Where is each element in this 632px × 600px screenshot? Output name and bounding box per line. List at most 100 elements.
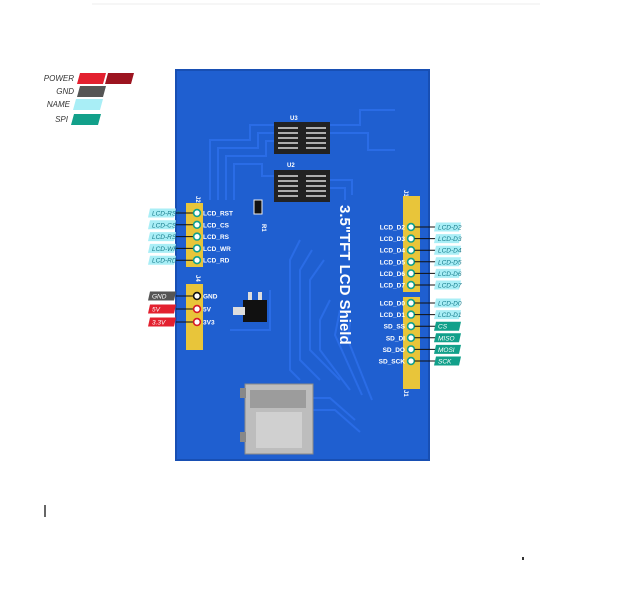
sd-slot-tab [240,388,246,398]
pin-dot [192,220,202,230]
header-strip [186,284,203,350]
pin-dot [406,310,416,319]
pin-dot [406,298,416,308]
pin-tag [148,220,176,230]
resistor-label: R1 [260,224,266,232]
pin-dot [192,244,202,253]
resistor-body [253,199,263,215]
pin-row: LCD_D4 LCD-D4 [380,245,462,255]
chip-u3: U3 [274,116,330,154]
pin-row: SD_SS CS [384,321,461,331]
pin-name: 3V3 [203,320,215,327]
chip-center [298,126,306,150]
board-traces [209,109,395,433]
pin-dot [406,246,416,255]
pin-tag-label: MISO [438,335,455,342]
pin-tag-label: 5V [152,307,161,314]
legend-label: NAME [47,100,71,109]
sd-slot-contacts [250,390,306,408]
pin-row: LCD_D0 LCD-D0 [380,298,462,308]
pin-name: 5V [203,307,212,314]
pin-dot [192,317,202,327]
legend-label: SPI [55,115,69,124]
pin-dot [192,256,202,265]
pin-tag [434,234,461,244]
pin-row: LCD_D6 LCD-D6 [380,268,462,278]
chip-label: U2 [287,163,295,169]
pin-tag [434,321,461,331]
regulator-body [243,300,267,322]
pin-name: LCD_D0 [380,301,406,308]
legend-swatch [77,86,106,97]
pin-tag-label: LCD-D1 [438,312,462,319]
pin-tag-label: LCD-D4 [438,248,462,255]
pin-dot [406,269,416,278]
pin-tag-label: LCD-D7 [438,283,462,290]
header-label-j1: J1 [402,390,408,397]
pin-name: SD_DI [386,335,405,342]
pin-name: LCD_WR [203,246,231,253]
pcb-board: U3 U2 R1 [175,69,430,461]
pin-tag [434,268,461,278]
pin-dot [406,222,416,232]
legend-swatch [105,73,134,84]
pin-tag [148,304,176,314]
pin-name: LCD_D2 [380,225,406,232]
stray-mark [522,557,524,560]
pin-tag [434,298,461,308]
pin-name: SD_DO [383,347,405,354]
legend-swatch [77,73,106,84]
pin-tag [148,291,176,301]
pin-tag [434,280,461,290]
header-strip [403,297,420,389]
pin-tag-label: CS [438,324,448,331]
pin-dot [192,291,202,301]
pin-name: GND [203,294,218,301]
header-strip [403,196,420,292]
pin-row: 3.3V 3V3 [148,317,215,327]
pin-name: LCD_D5 [380,259,406,266]
pin-name: SD_SCK [379,359,406,366]
sd-slot-tab [240,432,246,442]
chip-label: U3 [290,116,298,122]
legend-item-spi: SPI [55,114,101,125]
pin-tag [148,243,176,253]
chip-u2: U2 [274,163,330,202]
pin-tag-label: LCD-D0 [438,301,462,308]
pin-name: LCD_RS [203,234,230,241]
regulator-pin [248,292,252,300]
pin-name: LCD_D6 [380,271,406,278]
pin-dot [406,280,416,290]
chip-center [298,174,306,198]
resistor-r1: R1 [253,199,266,232]
pin-name: LCD_D1 [380,312,406,319]
pin-tag-label: 3.3V [152,320,166,327]
pin-tag [148,232,176,242]
legend: POWER GND NAME SPI [44,73,134,125]
pin-dot [406,322,416,331]
pin-name: SD_SS [384,324,406,331]
pin-row: SD_DI MISO [386,333,461,343]
regulator-pin [258,292,262,300]
pin-dot [406,257,416,266]
pin-dot [192,208,202,218]
pin-tag-label: LCD-D6 [438,271,462,278]
pin-row: 5V 5V [148,304,212,314]
pin-tag-label: LCD-D3 [438,236,462,243]
pin-row: LCD_D1 LCD-D1 [380,310,462,320]
pin-dot [192,304,202,314]
pin-name: LCD_D4 [380,248,406,255]
